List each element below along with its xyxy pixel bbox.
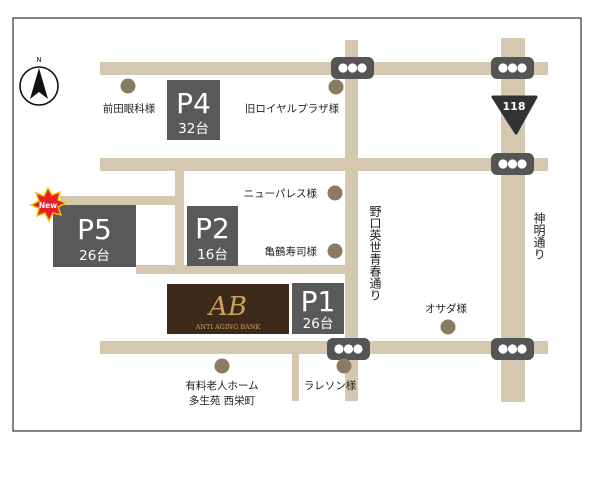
street-noguchi-label: 野口英世青春通り — [368, 205, 382, 301]
road-p5-lower — [136, 265, 180, 274]
traffic-signals — [327, 57, 534, 360]
parking-p2: P2 16台 — [187, 206, 238, 266]
parking-p2-capacity: 16台 — [197, 247, 228, 263]
parking-p4-capacity: 32台 — [178, 121, 209, 137]
parking-p4: P4 32台 — [167, 80, 220, 140]
landmark-kamezuru-dot — [327, 243, 343, 259]
landmark-kamezuru-label: 亀鶴寿司様 — [265, 245, 318, 258]
road-laleson — [292, 354, 299, 401]
road-p5-upper — [60, 196, 180, 205]
parking-p5: P5 26台 — [53, 205, 136, 267]
landmark-newpalace-label: ニューパレス様 — [244, 187, 318, 200]
anti-aging-bank: AB ANTI AGING BANK — [167, 284, 289, 334]
street-shinmei-label: 神明通り — [532, 212, 546, 260]
landmark-newpalace-dot — [327, 185, 343, 201]
traffic-signal-icon — [491, 57, 534, 79]
landmark-dots — [120, 78, 456, 374]
route-118-sign: 118 — [491, 95, 538, 135]
route-number: 118 — [503, 100, 526, 113]
parking-p4-name: P4 — [176, 87, 211, 120]
bank-name: ANTI AGING BANK — [195, 323, 261, 331]
parking-p5-name: P5 — [77, 213, 112, 246]
road-p2-south — [175, 265, 345, 274]
landmark-laleson-dot — [336, 358, 352, 374]
landmark-laleson-label: ラレソン様 — [304, 379, 357, 392]
road-noguchi — [345, 40, 358, 401]
parking-p5-capacity: 26台 — [79, 248, 110, 264]
new-badge-text: New — [39, 201, 57, 210]
parking-p2-name: P2 — [195, 212, 230, 245]
landmark-maeda-label: 前田眼科様 — [103, 102, 156, 115]
landmark-osada-dot — [440, 319, 456, 335]
road-south — [100, 341, 548, 354]
landmark-nursing-label-1: 有料老人ホーム — [185, 379, 258, 392]
parking-p1-capacity: 26台 — [303, 316, 334, 332]
parking-p1: P1 26台 — [292, 283, 344, 334]
new-badge: New — [29, 186, 68, 223]
landmark-nursing-dot — [214, 358, 230, 374]
landmark-royal-dot — [328, 79, 344, 95]
bank-logo: AB — [207, 292, 247, 322]
landmark-osada-label: オサダ様 — [425, 302, 467, 315]
landmark-nursing-label-2: 多生苑 西栄町 — [189, 394, 256, 407]
road-p2-west — [175, 171, 184, 274]
parking-p1-name: P1 — [301, 285, 336, 318]
road-north — [100, 62, 548, 75]
road-middle — [100, 158, 548, 171]
landmark-royal-label: 旧ロイヤルプラザ様 — [245, 102, 340, 115]
traffic-signal-icon — [327, 338, 370, 360]
traffic-signal-icon — [491, 338, 534, 360]
traffic-signal-icon — [491, 153, 534, 175]
compass-north-label: N — [36, 56, 41, 64]
north-compass: N — [19, 56, 59, 106]
north-arrow-icon — [30, 68, 48, 99]
landmark-maeda-dot — [120, 78, 136, 94]
burst-icon — [29, 186, 68, 223]
traffic-signal-icon — [331, 57, 374, 79]
